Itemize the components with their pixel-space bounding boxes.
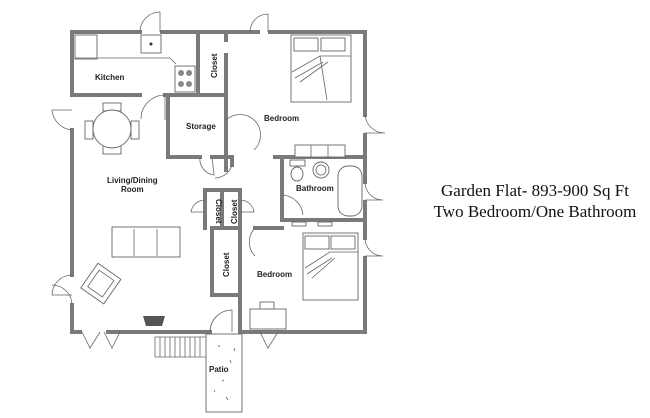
- dining-table: [84, 102, 140, 155]
- label-closet-hall-right: Closet: [230, 199, 239, 224]
- beds: [290, 34, 359, 301]
- label-bedroom-upper: Bedroom: [264, 114, 299, 123]
- steps: [154, 336, 208, 358]
- label-closet-top: Closet: [210, 53, 219, 78]
- label-bedroom-lower: Bedroom: [257, 270, 292, 279]
- label-closet-hall-left: Closet: [214, 199, 223, 224]
- stove: [174, 65, 196, 93]
- grill: [143, 316, 165, 326]
- doors: [51, 11, 386, 349]
- label-bathroom: Bathroom: [296, 184, 334, 193]
- plan-subtitle: Two Bedroom/One Bathroom: [433, 202, 637, 221]
- label-living-line1: Living/Dining: [107, 176, 158, 185]
- label-storage: Storage: [186, 122, 216, 131]
- label-patio: Patio: [209, 365, 229, 374]
- plan-title: Garden Flat- 893-900 Sq Ft: [441, 181, 629, 200]
- label-closet-lower: Closet: [222, 252, 231, 277]
- label-kitchen: Kitchen: [95, 73, 124, 82]
- patio-slab: [205, 333, 243, 413]
- desk: [249, 308, 287, 330]
- label-living-line2: Room: [121, 185, 144, 194]
- living-furniture: [80, 226, 287, 358]
- kitchen-fixtures: [74, 34, 196, 93]
- bathroom-fixtures: [289, 144, 363, 227]
